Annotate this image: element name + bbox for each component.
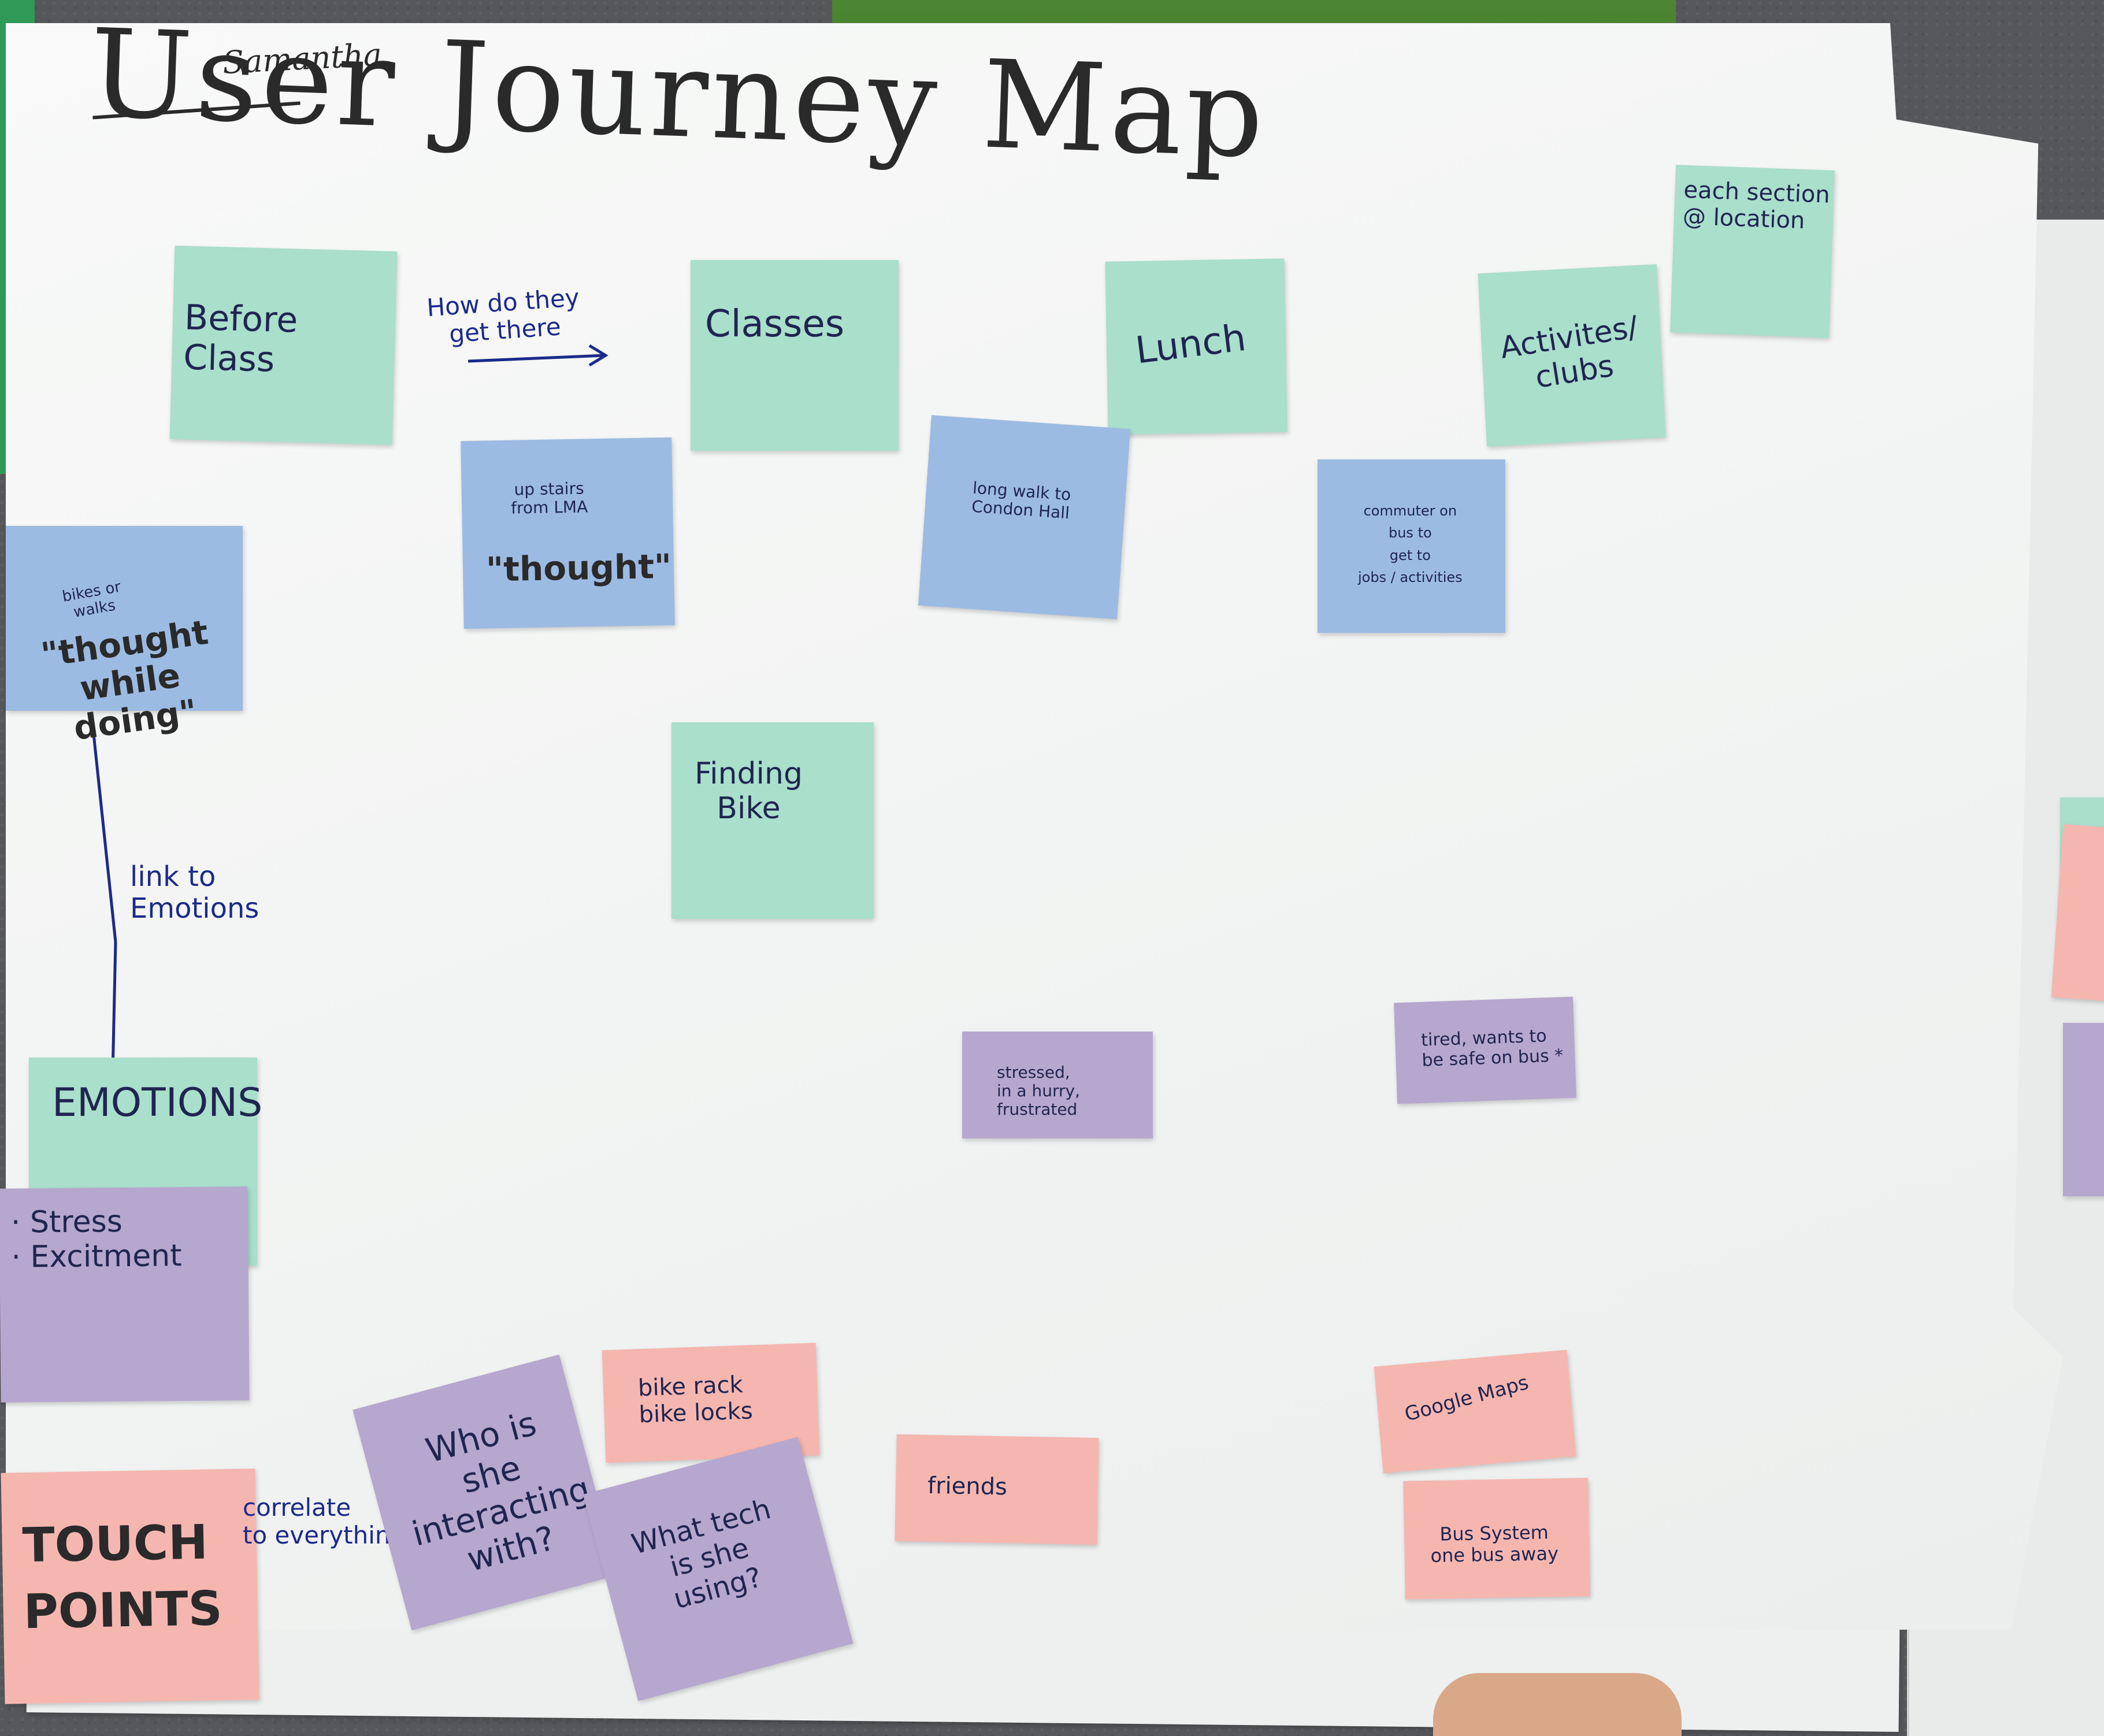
note-commuter[interactable]: commuter on bus to get to jobs / activit…: [1318, 459, 1505, 633]
link-emotions-line-2: [111, 941, 117, 1075]
note-activites-clubs[interactable]: Activites/ clubs: [1478, 264, 1666, 447]
note-text: stressed, in a hurry, frustrated: [997, 1063, 1080, 1119]
note-classes[interactable]: Classes: [691, 260, 899, 451]
note-text: Before Class: [183, 297, 299, 380]
note-text: each section @ location: [1682, 176, 1831, 235]
note-before-class[interactable]: Before Class: [169, 246, 398, 445]
note-thought-while-doing[interactable]: bikes or walks "thought while doing": [6, 526, 243, 748]
note-text: EMOTIONS: [52, 1080, 263, 1126]
note-text: Lunch: [1133, 316, 1249, 373]
note-text: What tech is she using?: [628, 1493, 774, 1616]
note-partial-purple: [2063, 1023, 2104, 1196]
note-text: Classes: [705, 303, 845, 346]
note-google-maps[interactable]: Google Maps: [1374, 1349, 1576, 1474]
annotation-link-to-emotions: link to Emotions: [130, 860, 259, 925]
how-get-there-arrowhead: [588, 344, 608, 367]
note-each-section[interactable]: each section @ location: [1670, 165, 1835, 338]
how-get-there-arrow: [467, 354, 604, 363]
note-text: · Stress · Excitment: [10, 1204, 182, 1275]
annotation-how-get-there: How do they get there: [425, 283, 581, 348]
note-text: Finding Bike: [695, 756, 803, 826]
note-text: commuter on bus to get to jobs / activit…: [1358, 503, 1463, 586]
note-text: friends: [927, 1472, 1008, 1501]
note-long-walk[interactable]: long walk to Condon Hall: [918, 415, 1131, 620]
note-text: long walk to Condon Hall: [971, 478, 1072, 523]
note-up-stairs[interactable]: up stairs from LMA "thought": [461, 437, 675, 629]
note-stress-excitement[interactable]: · Stress · Excitment: [0, 1186, 250, 1403]
note-text-thought: "thought": [485, 546, 672, 589]
note-stressed[interactable]: stressed, in a hurry, frustrated: [962, 1032, 1153, 1138]
note-friends[interactable]: friends: [895, 1434, 1099, 1545]
note-tired[interactable]: tired, wants to be safe on bus *: [1394, 996, 1576, 1104]
note-touch-points[interactable]: TOUCH POINTS: [1, 1468, 259, 1704]
note-text: TOUCH POINTS: [21, 1515, 223, 1640]
note-text: bikes or walks: [61, 578, 123, 621]
note-text: Activites/ clubs: [1497, 309, 1641, 395]
hand: [1433, 1673, 1682, 1736]
note-text: bike rack bike locks: [637, 1371, 754, 1429]
note-text: Who is she interacting with?: [408, 1403, 594, 1579]
note-text: Google Maps: [1402, 1371, 1531, 1426]
note-finding-bike[interactable]: Finding Bike: [671, 722, 874, 919]
note-bus-system[interactable]: Bus System one bus away: [1403, 1478, 1590, 1600]
note-text: tired, wants to be safe on bus *: [1420, 1026, 1564, 1071]
note-text: up stairs from LMA: [510, 478, 588, 518]
note-text: Bus System one bus away: [1430, 1521, 1559, 1567]
link-emotions-line: [92, 733, 117, 943]
note-lunch[interactable]: Lunch: [1105, 258, 1287, 435]
